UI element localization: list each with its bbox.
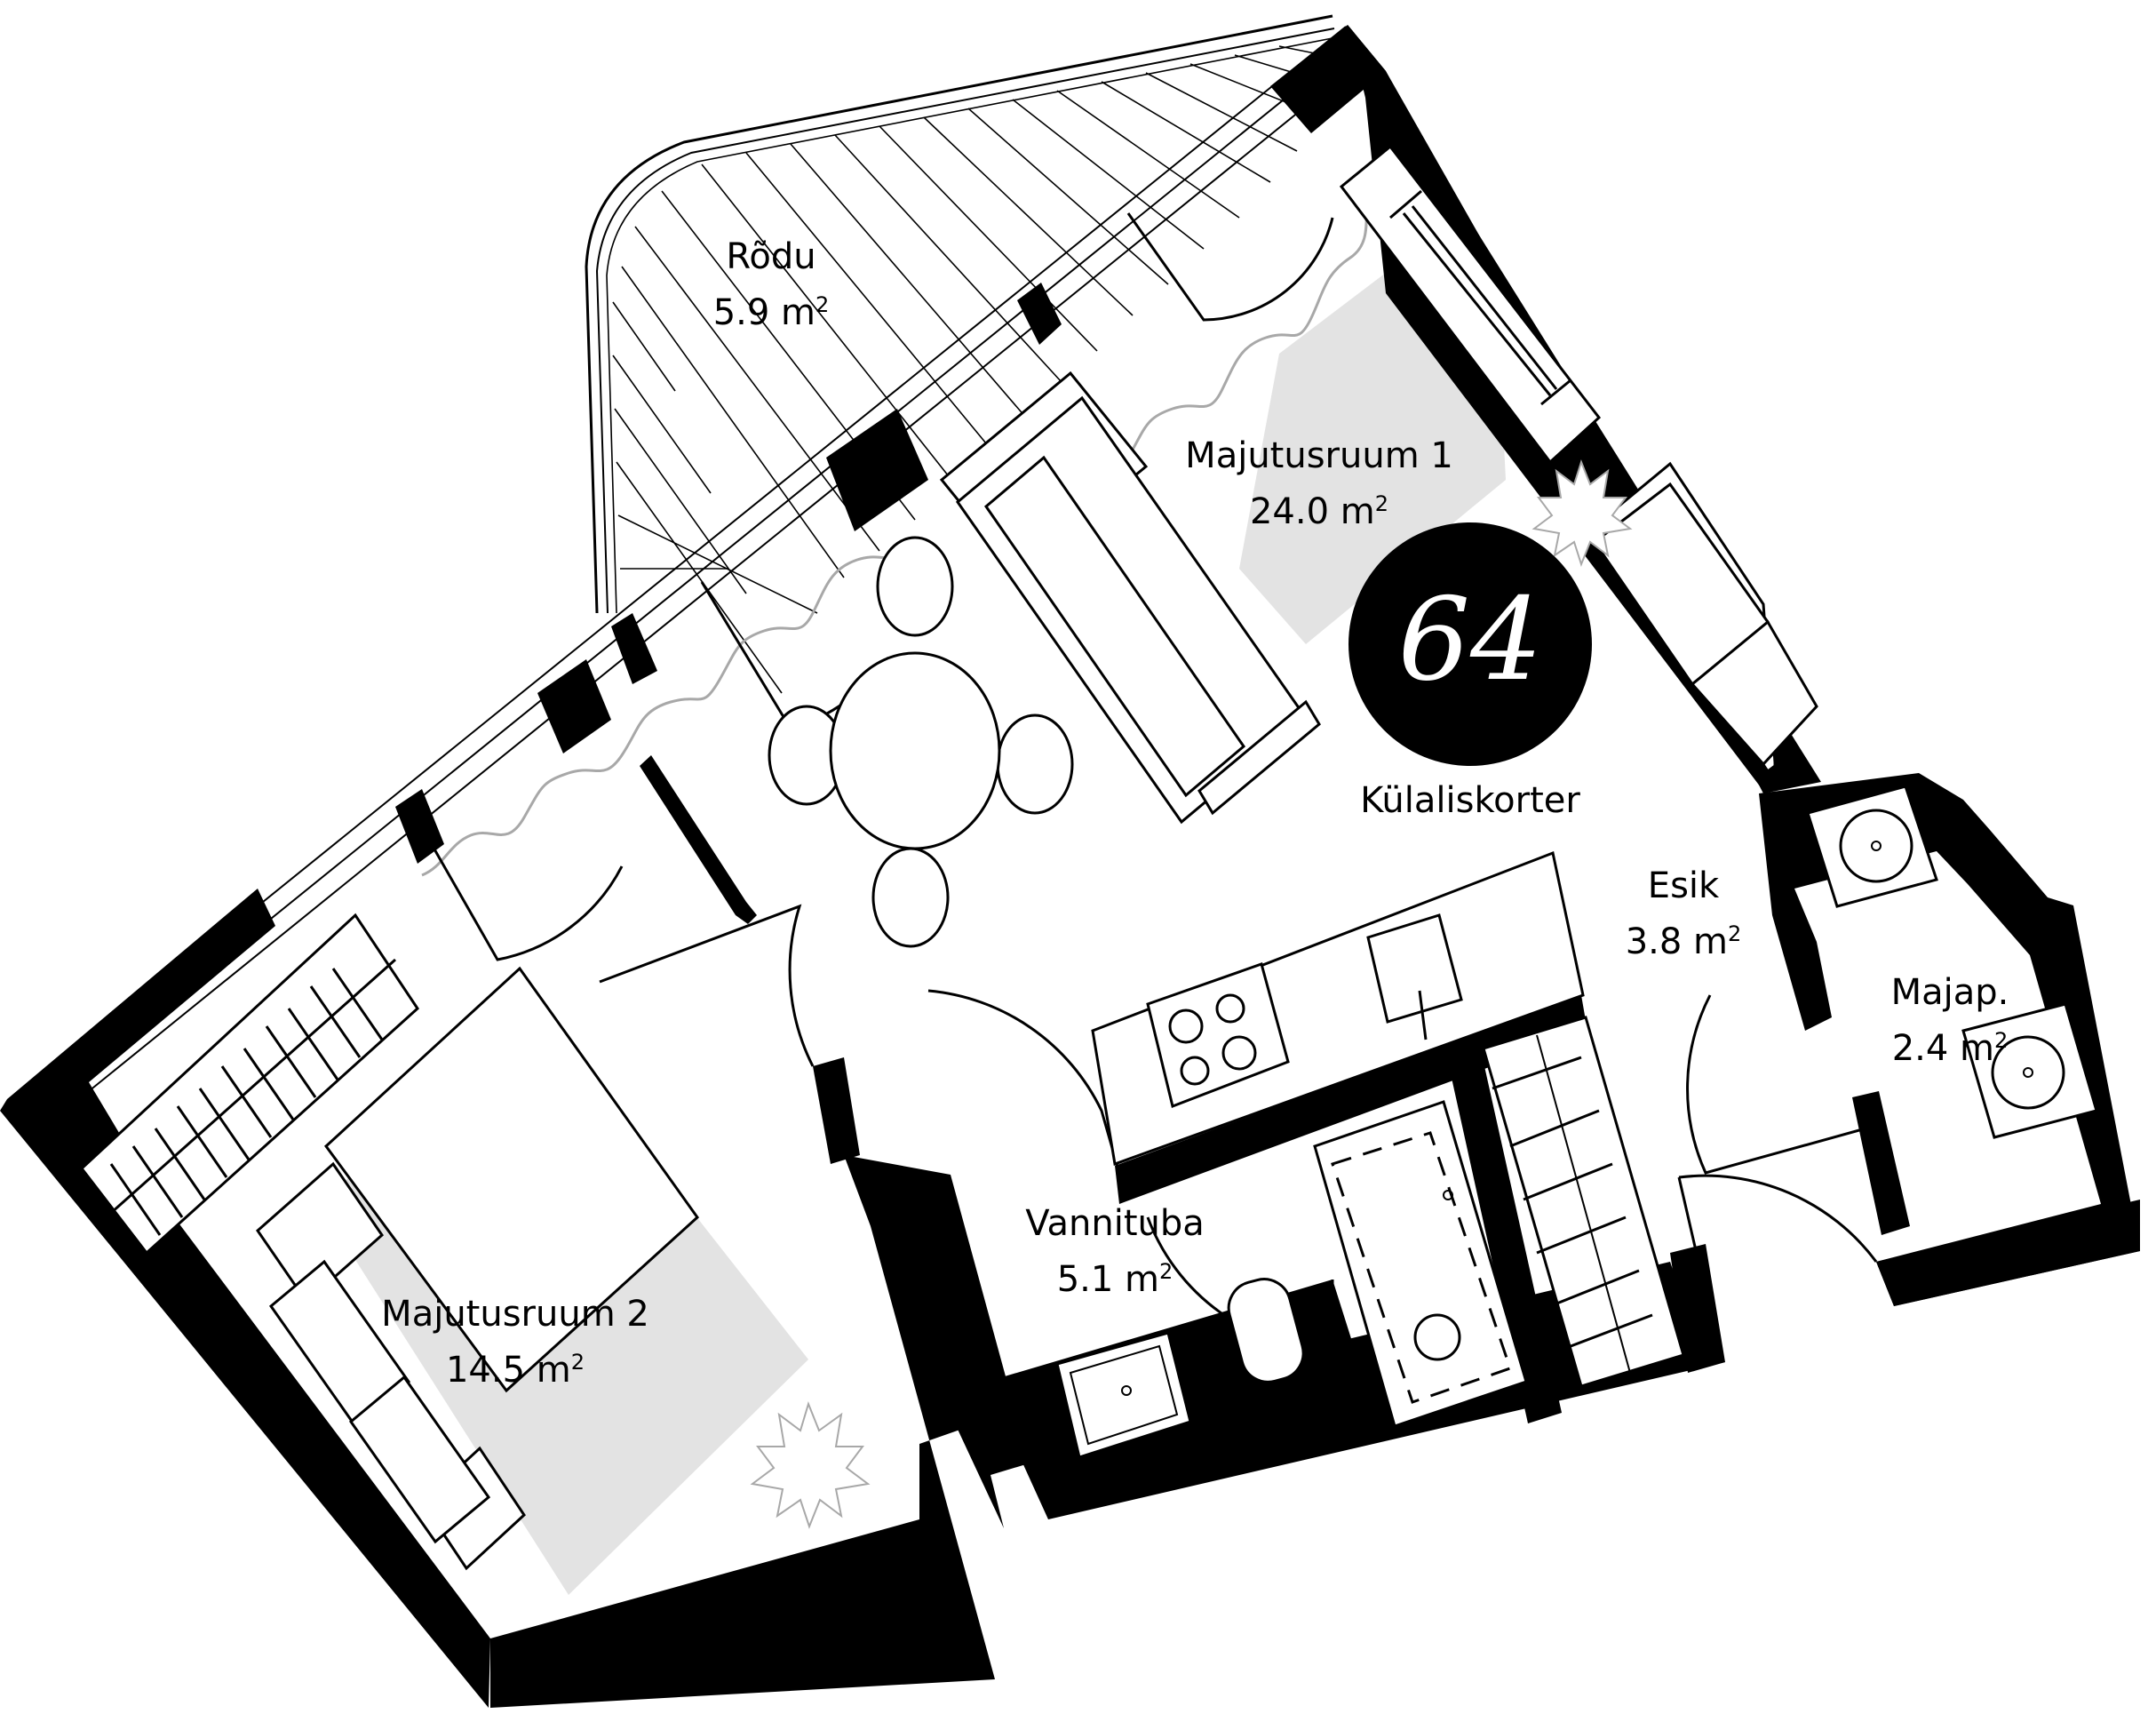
- unit-type-label: Külaliskorter: [1360, 780, 1580, 821]
- table-top: [829, 651, 1001, 850]
- wall-pier: [611, 613, 657, 684]
- room-label-majutusruum1: Majutusruum 1 24.0 m2: [1185, 432, 1453, 536]
- wall-partition-bedroom2: [813, 1057, 860, 1164]
- wall-bottom-main: [1004, 1262, 1725, 1519]
- wall-pier: [826, 409, 928, 531]
- unit-number-badge: 64: [1348, 522, 1592, 766]
- wardrobe: [79, 913, 419, 1256]
- room-label-majap: Majap. 2.4 m2: [1891, 969, 2009, 1072]
- stove-burner: [1168, 1008, 1204, 1044]
- wardrobe-icon: [1482, 1016, 1685, 1388]
- sofa-arm-end: [1197, 699, 1321, 816]
- wall-partition-living: [640, 755, 757, 924]
- room-label-vannituba: Vannituba 5.1 m2: [1025, 1200, 1205, 1303]
- sink-icon: [1366, 913, 1463, 1024]
- unit-number: 64: [1397, 574, 1543, 706]
- cabinet-lower: [1690, 619, 1818, 767]
- bed-icon: [256, 966, 699, 1571]
- wall-left: [0, 889, 490, 1708]
- room-name: Vannituba: [1025, 1203, 1205, 1244]
- room-label-esik: Esik 3.8 m2: [1626, 862, 1742, 966]
- wall-pier: [537, 659, 611, 753]
- room-name: Majap.: [1890, 972, 2009, 1013]
- plant-icon: [750, 459, 1633, 1529]
- bathtub-icon: [1313, 1100, 1528, 1428]
- kitchen: [1091, 850, 1585, 1167]
- walls: [0, 25, 2140, 1708]
- room-name: Esik: [1647, 865, 1720, 906]
- shelf-unit: [1339, 144, 1602, 465]
- room-name: Majutusruum 1: [1185, 435, 1453, 476]
- stove-burner: [1221, 1035, 1257, 1071]
- room-area: 24.0 m2: [1249, 491, 1389, 532]
- room-area: 5.1 m2: [1056, 1259, 1173, 1300]
- stove-burner: [1180, 1056, 1210, 1086]
- room-name: Majutusruum 2: [381, 1294, 649, 1335]
- room-area: 2.4 m2: [1891, 1028, 2009, 1069]
- wall-jamb: [1670, 1244, 1725, 1373]
- room-name: Rõdu: [726, 236, 816, 277]
- washing-machine-icon: [1806, 785, 2098, 1139]
- sofa-seat: [983, 455, 1246, 798]
- wall-pier: [1017, 283, 1062, 345]
- room-label-majutusruum2: Majutusruum 2 14.5 m2: [381, 1290, 649, 1394]
- dining-table-icon: [768, 536, 1074, 948]
- bathroom: [1055, 1100, 1528, 1459]
- toilet-icon: [1227, 1278, 1305, 1383]
- chair-icon: [871, 847, 950, 948]
- bed: [323, 966, 699, 1393]
- sofa-icon: [939, 371, 1321, 825]
- chair-icon: [876, 536, 954, 637]
- pillow: [348, 1375, 491, 1544]
- room-area: 14.5 m2: [445, 1350, 585, 1391]
- wall-bottom-left: [490, 1155, 1008, 1708]
- clothes-rail-icon: [1339, 144, 1602, 465]
- wall-storage-bottom: [1876, 1200, 2140, 1306]
- bathtub-drain: [1413, 1313, 1461, 1361]
- balcony: [585, 14, 1338, 694]
- wall-storage: [1759, 773, 2140, 1306]
- stove-burner: [1215, 993, 1245, 1024]
- room-area: 3.8 m2: [1625, 921, 1742, 962]
- wall-kitchen-bath: [1115, 995, 1587, 1204]
- wardrobe-icon: [79, 913, 419, 1256]
- wall-bath-closet: [1448, 1050, 1562, 1423]
- nightstand: [256, 1161, 384, 1304]
- rug-bedroom1: [1239, 273, 1506, 644]
- room-label-rodu: Rõdu 5.9 m2: [713, 233, 830, 337]
- door-swing-icon: [407, 212, 1878, 1352]
- wall-storage-divider: [1852, 1091, 1910, 1235]
- wardrobe-bedroom1: [1592, 461, 1818, 774]
- dryer: [1961, 1002, 2098, 1139]
- chair-icon: [996, 714, 1074, 815]
- room-area: 5.9 m2: [712, 292, 830, 333]
